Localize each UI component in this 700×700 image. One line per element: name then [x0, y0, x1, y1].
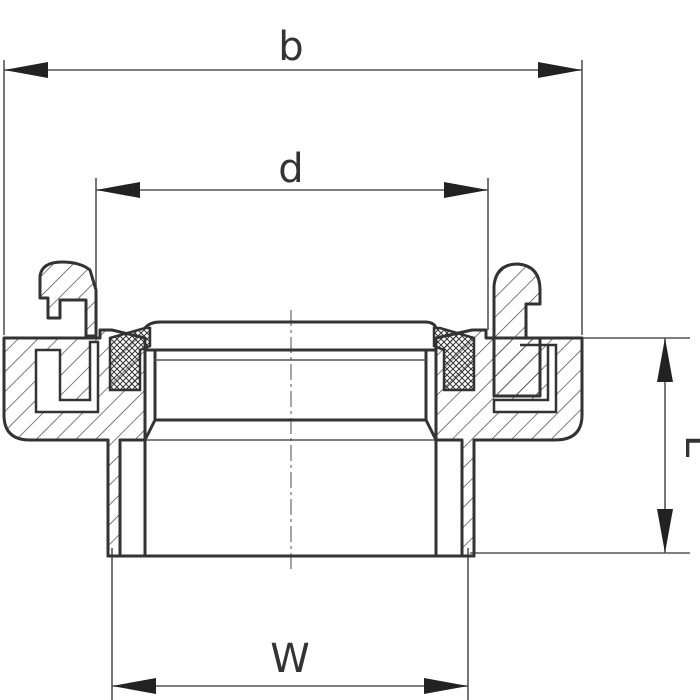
right-lug: [492, 262, 542, 398]
label-l: L: [676, 435, 700, 458]
dimension-w: W: [111, 548, 469, 700]
arrow-bottom-l: [657, 509, 673, 553]
right-pocket: [492, 343, 558, 414]
arrow-right-b: [538, 62, 582, 78]
label-d: d: [278, 146, 303, 192]
right-inner-wall: [424, 348, 438, 442]
dimension-l: L: [470, 337, 700, 554]
label-w: W: [270, 636, 310, 682]
left-lug: [38, 260, 98, 338]
dimension-b: b: [3, 24, 583, 335]
label-b: b: [278, 24, 303, 70]
left-inner-wall: [143, 348, 157, 442]
coupling-left-section: [2, 260, 157, 558]
arrow-left-w: [112, 678, 156, 694]
coupling-bore: [106, 320, 476, 558]
dimension-d: d: [95, 146, 489, 330]
arrow-left-b: [4, 62, 48, 78]
left-pocket: [34, 340, 100, 414]
arrow-right-d: [444, 182, 488, 198]
right-seal: [432, 326, 476, 392]
arrow-left-d: [96, 182, 140, 198]
bore-top-rim: [143, 320, 438, 330]
coupling-right-section: [424, 262, 584, 558]
arrow-right-w: [424, 678, 468, 694]
arrow-top-l: [657, 338, 673, 382]
